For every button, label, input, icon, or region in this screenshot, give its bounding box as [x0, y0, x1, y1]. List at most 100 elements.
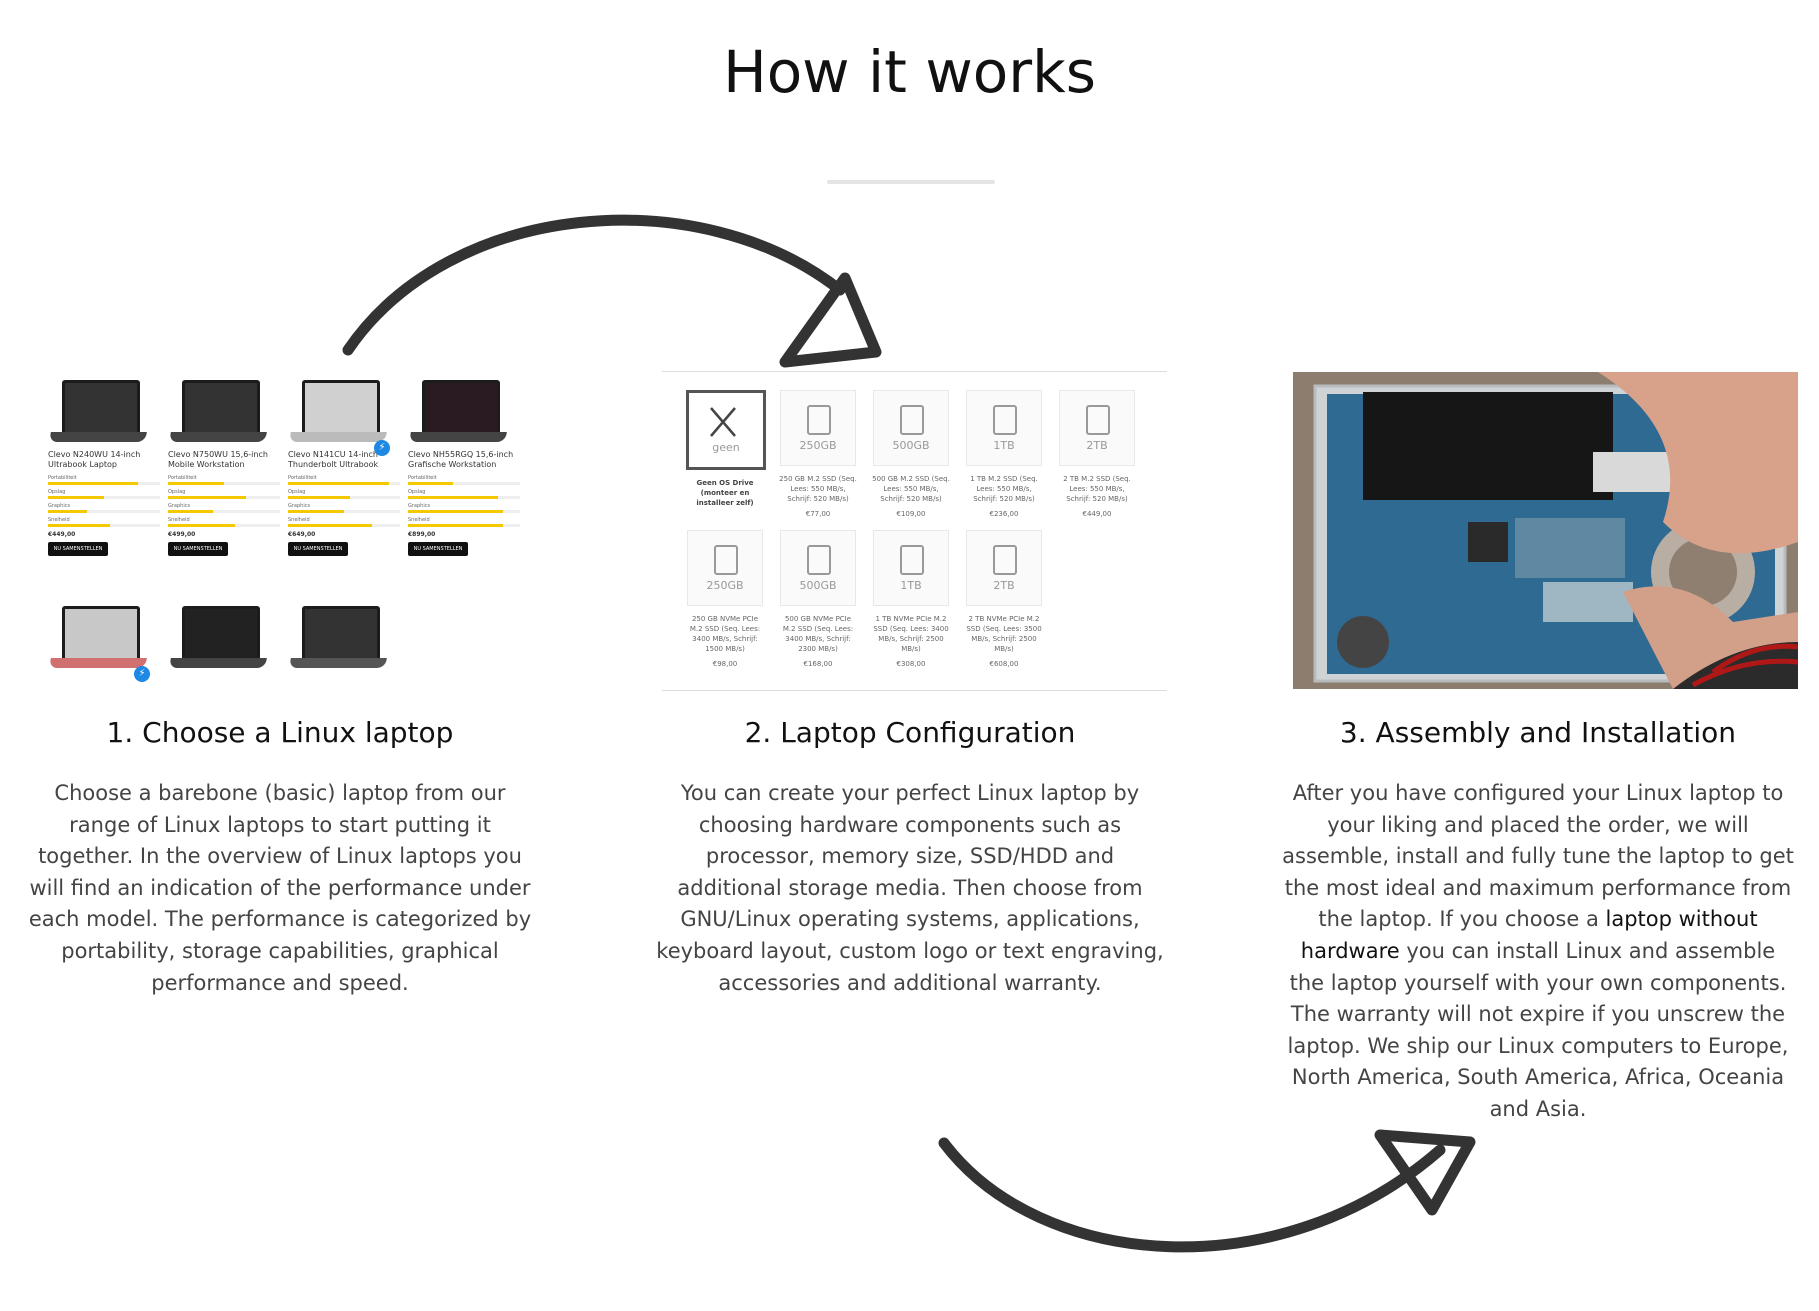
perf-bar [288, 524, 400, 527]
perf-bar-fill [408, 496, 498, 499]
step-3-title: 3. Assembly and Installation [1339, 716, 1737, 749]
perf-bar-fill [288, 524, 372, 527]
laptop-base [169, 432, 267, 442]
laptop-screen [62, 606, 140, 662]
perf-bar-fill [48, 524, 110, 527]
laptop-name: Clevo N141CU 14-inch Thunderbolt Ultrabo… [288, 450, 379, 469]
config-option[interactable]: 500GB 500 GB NVMe PCIe M.2 SSD (Seq. Lees… [779, 530, 857, 668]
laptop-image [408, 376, 508, 446]
laptop-card [168, 602, 280, 672]
config-option[interactable]: 250GB 250 GB NVMe PCIe M.2 SSD (Seq. Lees… [686, 530, 764, 668]
laptop-screen [422, 380, 500, 436]
perf-bar-fill [408, 510, 504, 513]
laptop-screen [302, 606, 380, 662]
config-option-price: €449,00 [1082, 510, 1112, 518]
config-option-size: 2TB [993, 579, 1015, 592]
laptop-name: Clevo N750WU 15,6-inch Mobile Workstatio… [168, 450, 268, 469]
perf-bar-fill [48, 482, 138, 485]
perf-bar [288, 496, 400, 499]
laptop-price: €649,00 [288, 531, 316, 538]
laptop-name: Clevo NH55RGQ 15,6-inch Grafische Workst… [408, 450, 514, 469]
step-3-text-after: you can install Linux and assemble the l… [1287, 938, 1789, 1121]
hard-drive-icon [993, 405, 1017, 435]
laptop-image [288, 376, 388, 446]
perf-label: Opslag [168, 489, 186, 495]
perf-label: Portabiliteit [48, 475, 77, 481]
config-option-size: 1TB [900, 579, 922, 592]
config-option-price: €308,00 [896, 660, 926, 668]
configure-button[interactable]: NU SAMENSTELLEN [168, 542, 228, 556]
config-option-size: 500GB [799, 579, 837, 592]
config-option-box: 2TB [1059, 390, 1135, 466]
config-option-box: 500GB [873, 390, 949, 466]
laptop-card: ⚡Clevo N141CU 14-inch Thunderbolt Ultrab… [288, 376, 400, 556]
laptop-screen [62, 380, 140, 436]
perf-label: Portabiliteit [168, 475, 197, 481]
config-option-price: €109,00 [896, 510, 926, 518]
perf-bar-fill [288, 482, 389, 485]
config-option-desc: 250 GB NVMe PCIe M.2 SSD (Seq. Lees: 340… [689, 615, 761, 653]
perf-bar [288, 510, 400, 513]
laptop-base [169, 658, 267, 668]
config-option-desc: 500 GB M.2 SSD (Seq. Lees: 550 MB/s, Sch… [872, 475, 950, 503]
arrow-top-icon [342, 214, 882, 368]
config-option-price: €236,00 [989, 510, 1019, 518]
perf-bar [48, 510, 160, 513]
hard-drive-icon [900, 545, 924, 575]
perf-bar [288, 482, 400, 485]
laptop-image [288, 602, 388, 672]
laptop-card: Clevo NH55RGQ 15,6-inch Grafische Workst… [408, 376, 520, 556]
config-option-box: 250GB [780, 390, 856, 466]
config-option-desc: Geen OS Drive (monteer en installeer zel… [696, 479, 754, 507]
config-option[interactable]: 500GB 500 GB M.2 SSD (Seq. Lees: 550 MB/s… [872, 390, 950, 518]
laptop-price: €499,00 [168, 531, 196, 538]
laptop-screen [302, 380, 380, 436]
configure-button[interactable]: NU SAMENSTELLEN [408, 542, 468, 556]
perf-label: Snelheid [48, 517, 70, 523]
perf-label: Snelheid [168, 517, 190, 523]
perf-label: Snelheid [288, 517, 310, 523]
perf-label: Opslag [288, 489, 306, 495]
config-option-box: 250GB [687, 530, 763, 606]
config-option-price: €608,00 [989, 660, 1019, 668]
perf-bar [168, 510, 280, 513]
step-2-description: You can create your perfect Linux laptop… [656, 781, 1164, 995]
laptop-card: Clevo N750WU 15,6-inch Mobile Workstatio… [168, 376, 280, 556]
step-1-description: Choose a barebone (basic) laptop from ou… [28, 781, 532, 995]
config-option-size: 500GB [892, 439, 930, 452]
close-icon [710, 407, 736, 437]
laptop-base [289, 432, 387, 442]
perf-bar-fill [288, 510, 344, 513]
config-option-size: 1TB [993, 439, 1015, 452]
perf-bar [408, 524, 520, 527]
hard-drive-icon [900, 405, 924, 435]
configure-button[interactable]: NU SAMENSTELLEN [48, 542, 108, 556]
perf-bar-fill [288, 496, 350, 499]
config-option-price: €98,00 [712, 660, 738, 668]
perf-bar-fill [168, 482, 224, 485]
perf-bar-fill [168, 496, 247, 499]
hard-drive-icon [993, 545, 1017, 575]
laptop-card [288, 602, 400, 672]
title-divider [827, 180, 995, 184]
perf-bar-fill [48, 496, 104, 499]
laptop-screen [182, 380, 260, 436]
arrow-bottom-icon [938, 1129, 1476, 1253]
configure-button[interactable]: NU SAMENSTELLEN [288, 542, 348, 556]
laptop-image [168, 602, 268, 672]
config-option-desc: 500 GB NVMe PCIe M.2 SSD (Seq. Lees: 340… [782, 615, 854, 653]
config-option-box: 1TB [966, 390, 1042, 466]
laptop-without-hardware-link[interactable]: laptop without hardware [1300, 907, 1758, 963]
perf-label: Graphics [408, 503, 431, 509]
section-title: How it works [723, 38, 1096, 106]
